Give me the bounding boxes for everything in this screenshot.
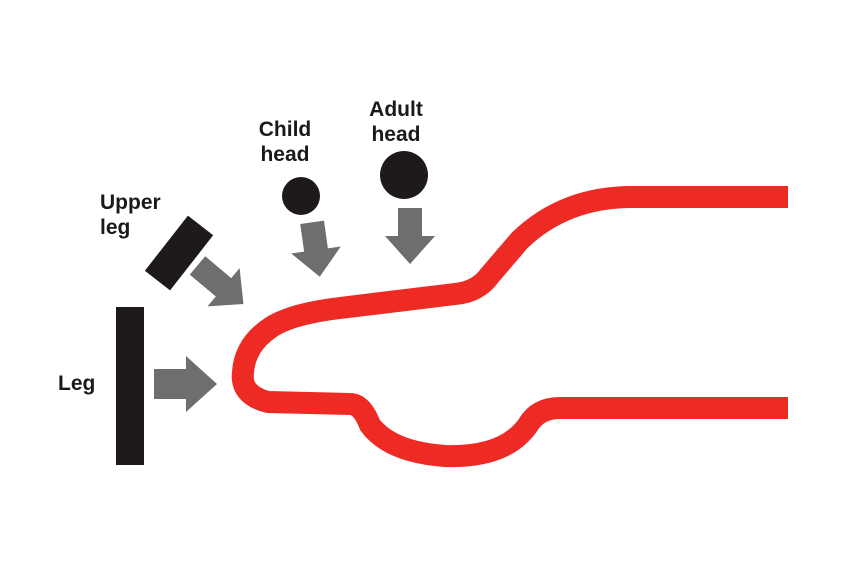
upper-leg-impact-arrow — [189, 256, 244, 307]
adult-head-label: Adult head — [369, 98, 423, 146]
child-head-label: Child head — [258, 118, 312, 166]
upper-leg-impactor — [144, 215, 214, 291]
child-head-impact-arrow — [291, 220, 341, 277]
car-outline — [231, 186, 788, 468]
leg-impactor — [116, 307, 144, 465]
adult-head-impact-arrow — [385, 208, 435, 264]
leg-impact-arrow — [154, 356, 217, 412]
leg-label: Leg — [58, 372, 96, 395]
adult-head-impactor — [380, 151, 428, 199]
child-head-impactor — [282, 177, 320, 215]
upper-leg-label: Upper leg — [100, 191, 161, 239]
